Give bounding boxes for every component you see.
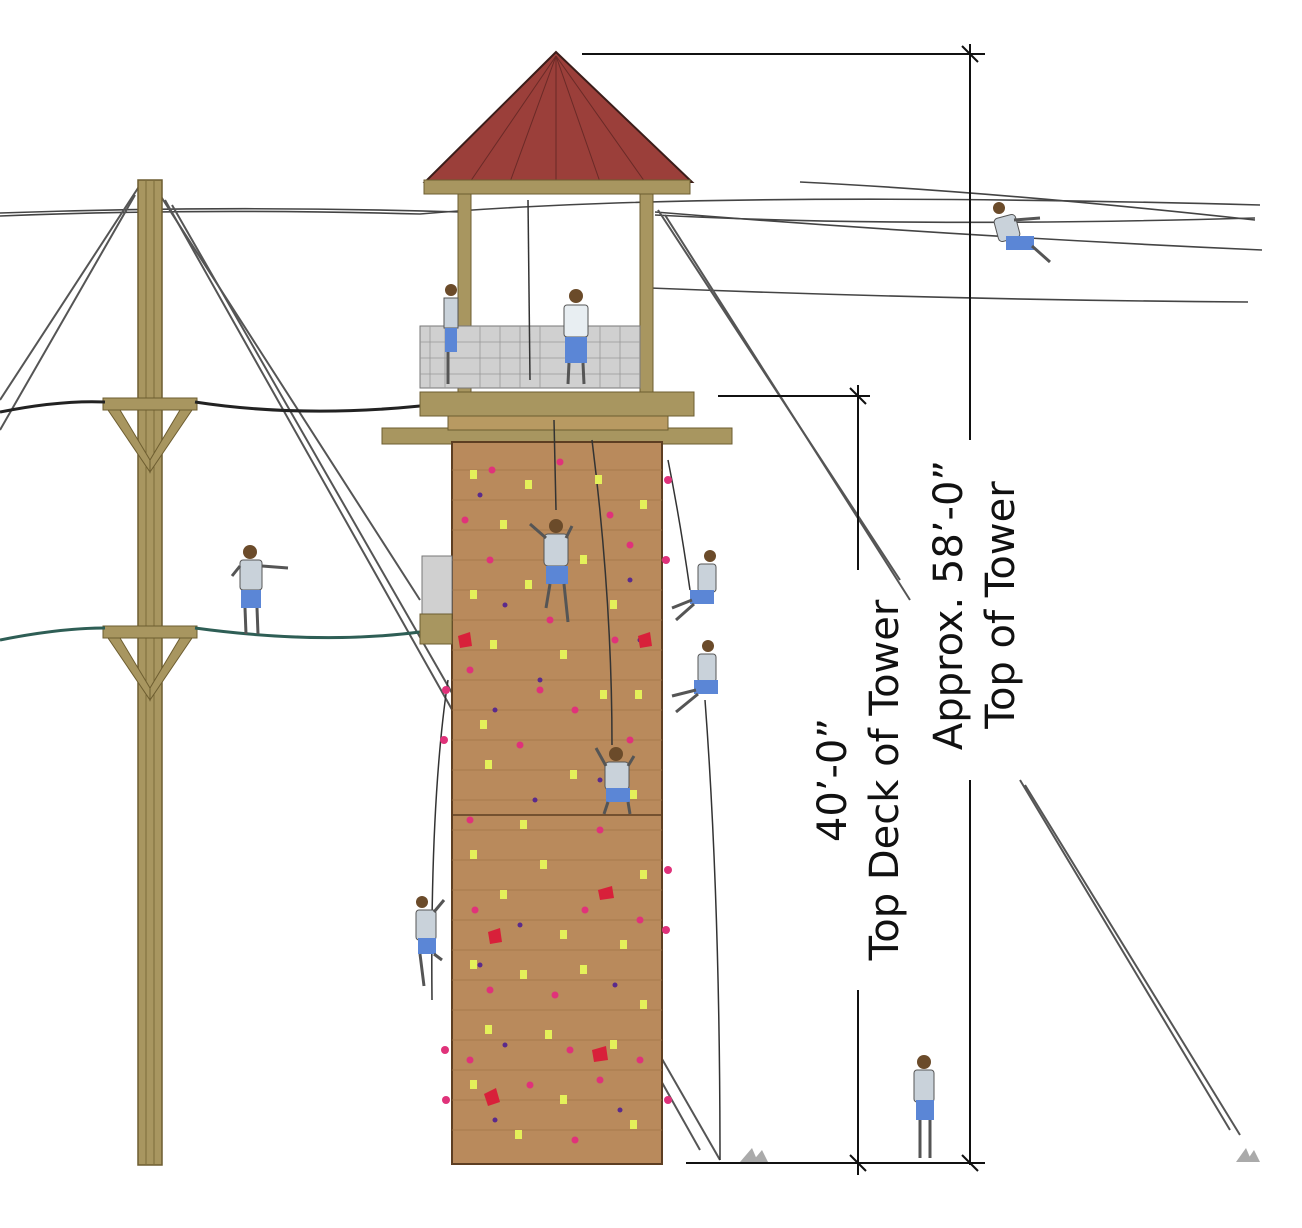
person-climber-upper xyxy=(529,519,574,623)
top-height-prefix: Approx. xyxy=(926,597,972,750)
person-climber-lower xyxy=(594,747,636,815)
anchor-marks xyxy=(740,1148,1260,1162)
person-side-climber-1 xyxy=(671,550,717,622)
top-height-space xyxy=(926,584,972,597)
belay-ropes xyxy=(431,199,721,1161)
top-height-value-line: Approx. 58’-0” xyxy=(926,460,972,750)
person-zipliner xyxy=(993,202,1051,264)
person-top-deck-left xyxy=(443,284,459,384)
deck-dimension-label: 40’-0” Top Deck of Tower xyxy=(810,599,908,961)
utility-pole xyxy=(102,179,198,1166)
tower-roof xyxy=(422,50,695,183)
zip-line-cables xyxy=(0,181,1263,303)
rope-bridges xyxy=(0,400,421,642)
person-left-climber xyxy=(415,896,446,987)
deck-height-label: Top Deck of Tower xyxy=(862,599,908,961)
top-height-label: Top of Tower xyxy=(978,481,1024,730)
top-dimension-label: Approx. 58’-0” Top of Tower xyxy=(926,460,1024,750)
top-deck xyxy=(419,391,695,417)
deck-height-value: 40’-0” xyxy=(810,718,856,842)
person-bridge xyxy=(230,545,289,635)
top-height-value: 58’-0” xyxy=(926,460,972,584)
person-top-deck xyxy=(563,289,589,385)
dimension-lines xyxy=(582,44,985,1175)
wall-planks xyxy=(452,469,662,1131)
climbing-holds xyxy=(440,458,672,1144)
person-side-climber-2 xyxy=(671,640,718,714)
person-ground-scale xyxy=(913,1055,935,1158)
